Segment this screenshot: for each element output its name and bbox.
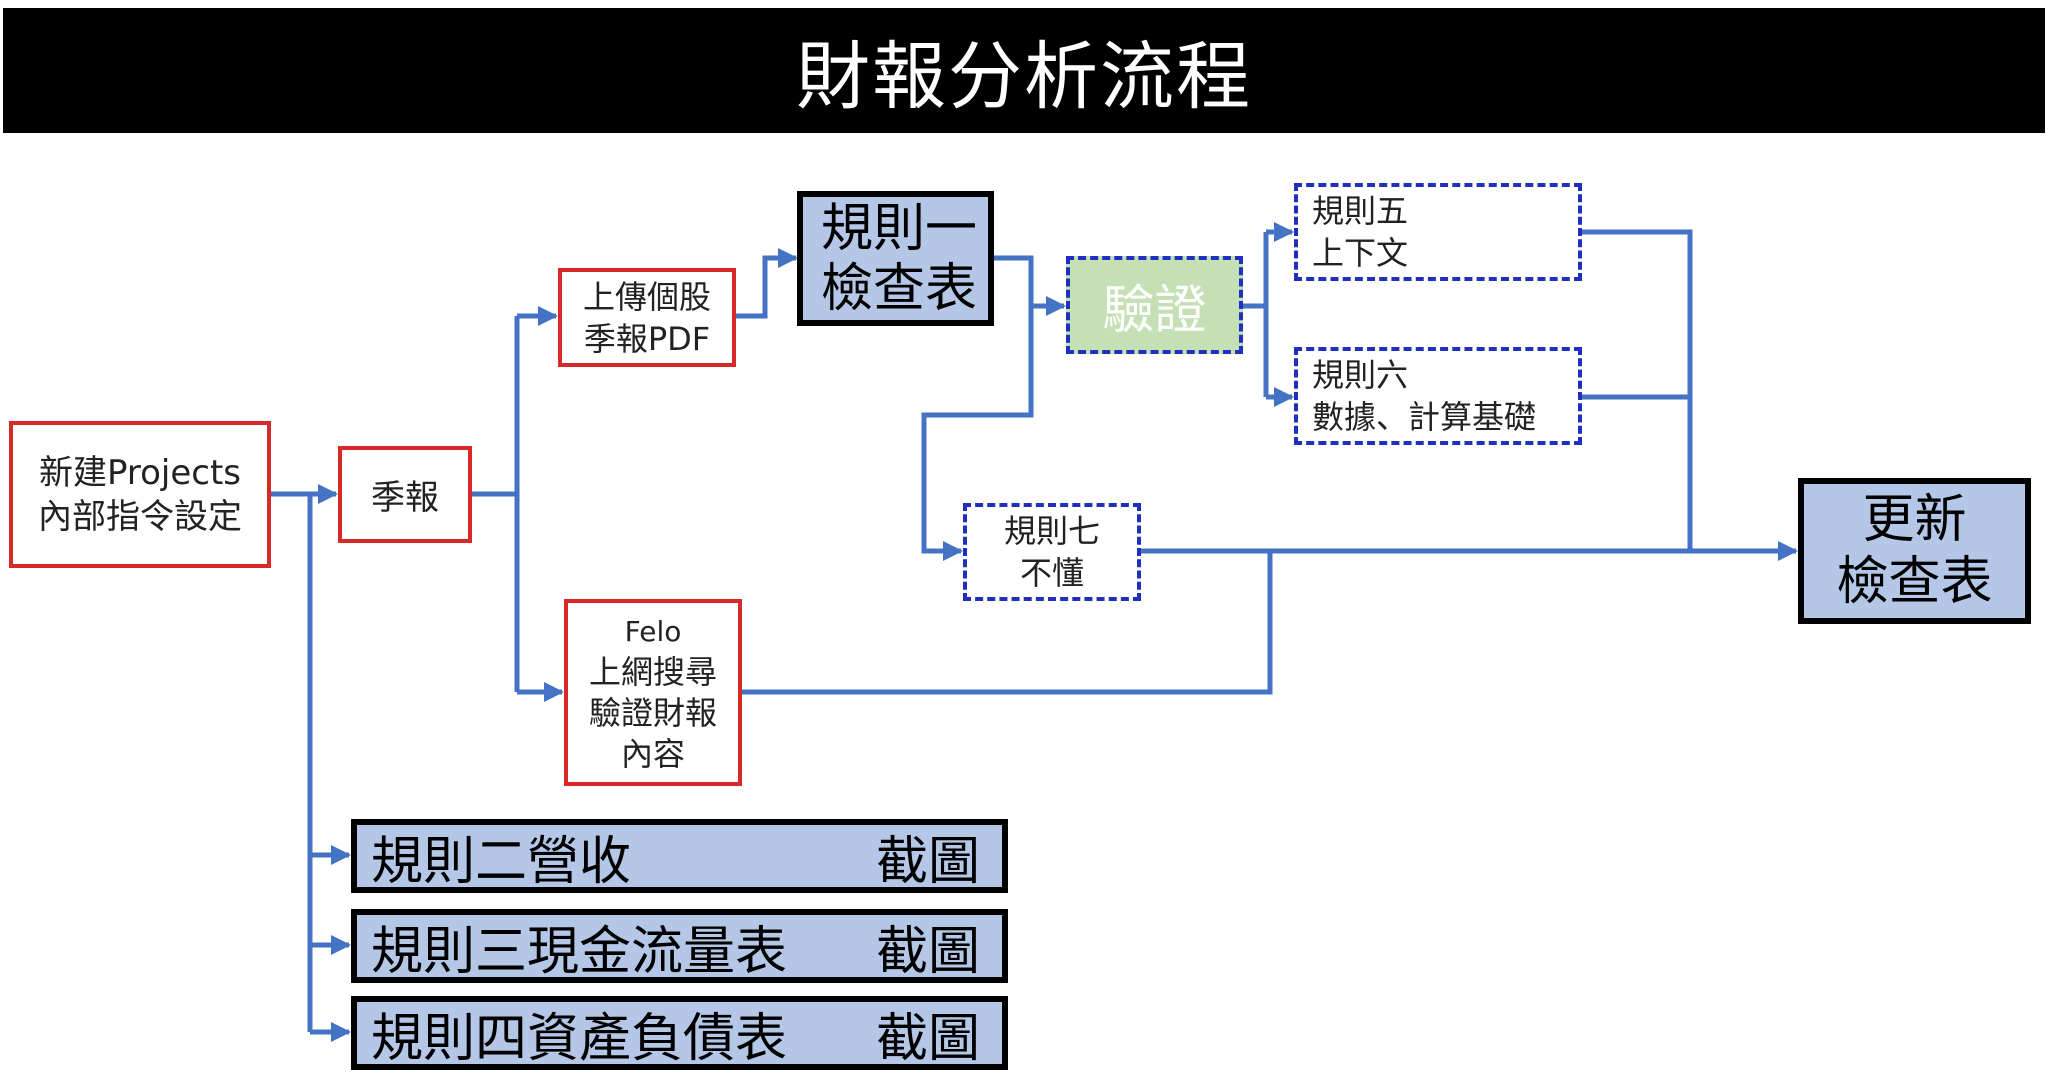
upload-pdf-line-2: 季報PDF (583, 319, 711, 358)
quarterly-report-node: 季報 (338, 446, 472, 543)
rule7-line-1: 規則七 (1003, 512, 1100, 550)
new-project-line-2: 內部指令設定 (38, 496, 242, 537)
rule5-line-2: 上下文 (1312, 234, 1409, 272)
upload-pdf-node: 上傳個股 季報PDF (558, 268, 736, 367)
verify-node: 驗證 (1066, 256, 1243, 354)
upload-pdf-line-1: 上傳個股 (582, 277, 711, 316)
rule1-line-1: 規則一 (821, 198, 978, 259)
rule6-line-2: 數據、計算基礎 (1312, 398, 1537, 436)
rule6-data-node: 規則六 數據、計算基礎 (1294, 347, 1582, 445)
edge-pdf-to-rule1 (734, 248, 798, 319)
rule2-label: 規則二營收 (371, 831, 632, 892)
rule3-screenshot-tag: 截圖 (875, 921, 980, 982)
edge-rule5-to-bus (1580, 229, 1693, 551)
rule1-line-2: 檢查表 (821, 258, 978, 319)
rule3-label: 規則三現金流量表 (371, 921, 788, 982)
edge-felo-to-bus (741, 551, 1273, 695)
rule4-balance-sheet-bar: 規則四資產負債表 截圖 (351, 996, 1008, 1070)
felo-line-2: 上網搜尋 (588, 652, 717, 691)
rule4-label: 規則四資產負債表 (371, 1008, 788, 1069)
edge-rule1-to-rule7 (921, 306, 1034, 561)
rule4-screenshot-tag: 截圖 (875, 1008, 980, 1069)
new-project-line-1: 新建Projects (38, 452, 242, 493)
update-checklist-node: 更新 檢查表 (1798, 478, 2031, 624)
verify-label: 驗證 (1102, 280, 1207, 341)
felo-line-4: 內容 (620, 734, 685, 773)
new-project-node: 新建Projects 內部指令設定 (9, 421, 271, 568)
update-line-1: 更新 (1862, 490, 1967, 550)
edge-rule1-to-verify (992, 255, 1066, 316)
rule5-line-1: 規則五 (1312, 192, 1409, 230)
rule6-line-1: 規則六 (1312, 356, 1409, 394)
page-title: 財報分析流程 (3, 8, 2045, 133)
rule2-screenshot-tag: 截圖 (875, 831, 980, 892)
felo-line-3: 驗證財報 (588, 693, 717, 732)
rule1-checklist-node: 規則一 檢查表 (797, 191, 994, 326)
rule3-cashflow-bar: 規則三現金流量表 截圖 (351, 909, 1008, 983)
update-line-2: 檢查表 (1836, 552, 1993, 612)
felo-line-1: Felo (624, 614, 682, 648)
quarterly-report-label: 季報 (371, 478, 439, 518)
rule7-line-2: 不懂 (1019, 554, 1084, 592)
rule5-context-node: 規則五 上下文 (1294, 183, 1582, 281)
rule2-revenue-bar: 規則二營收 截圖 (351, 819, 1008, 893)
rule7-unknown-node: 規則七 不懂 (963, 503, 1141, 601)
felo-search-node: Felo 上網搜尋 驗證財報 內容 (564, 599, 742, 786)
